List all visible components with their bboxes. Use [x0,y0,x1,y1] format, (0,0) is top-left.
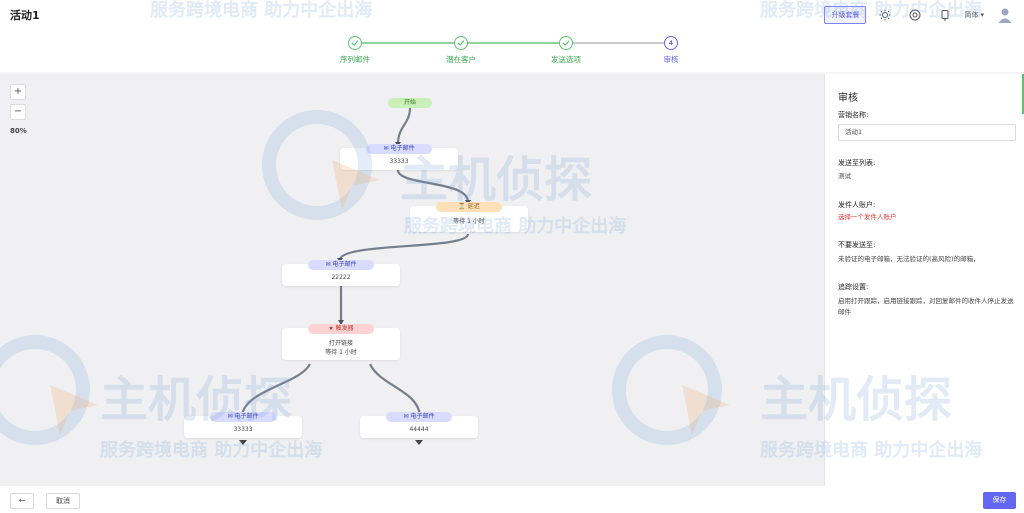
trigger-node-text-1: 打开链接 [328,340,353,347]
top-bar: 活动1 升级套餐 简体 ▾ [0,0,1024,30]
cancel-button[interactable]: 取消 [46,493,80,509]
tracking-settings-value: 启用打开跟踪，启用链接跟踪，对回复邮件的收件人停止发送邮件 [838,297,1014,316]
back-button[interactable]: ← [10,493,34,509]
step-connector-pending [566,42,670,44]
email-node-3-tag-label: 电子邮件 [234,413,259,420]
zoom-in-button[interactable]: + [10,84,26,100]
email-node-4-tag: ✉ 电子邮件 [386,412,452,422]
campaign-name-input[interactable]: 活动1 [838,124,1016,141]
email-node-1-tag-label: 电子邮件 [390,145,415,152]
review-panel: 审核 营销名称: 活动1 发送至列表: 测试 发件人账户: 选择一个发件人账户 … [824,74,1024,486]
panel-title: 审核 [838,93,858,104]
email-node-3[interactable]: ✉ 电子邮件 33333 [184,412,302,438]
step-label-prospects[interactable]: 潜在客户 [446,55,476,64]
send-to-list-value: 测试 [838,172,851,180]
trigger-node-tag: ★ 触发器 [308,324,374,334]
step-connector [362,42,668,44]
user-avatar[interactable] [996,6,1014,24]
panel-accent [1022,74,1024,114]
help-icon[interactable] [904,4,926,26]
tracking-settings-label: 追踪设置: [838,283,869,291]
email-node-2-tag: ✉ 电子邮件 [308,260,374,270]
delay-node[interactable]: ⏳ 延迟 等待 1 小时 [410,202,528,232]
email-node-1-tag: ✉ 电子邮件 [366,144,432,154]
send-to-list-label: 发送至列表: [838,159,876,167]
zoom-level: 80% [10,127,27,135]
email-node-2-tag-label: 电子邮件 [332,261,357,268]
step-progress: 4 序列邮件 潜在客户 发送选项 审核 [0,30,1024,72]
do-not-send-label: 不要发送至: [838,241,876,249]
zoom-out-button[interactable]: − [10,104,26,120]
step-label-sequence[interactable]: 序列邮件 [340,55,370,64]
bottom-bar: ← 取消 保存 [0,486,1024,513]
step-label-review[interactable]: 审核 [663,55,679,64]
email-node-2[interactable]: ✉ 电子邮件 22222 [282,260,400,286]
campaign-name-label: 营销名称: [838,111,869,119]
upgrade-button[interactable]: 升级套餐 [824,6,867,24]
select-sender-link[interactable]: 选择一个发件人账户 [838,213,897,221]
step-2-check-icon[interactable] [454,36,468,50]
top-actions: 升级套餐 简体 ▾ [824,4,1024,26]
sender-account-label: 发件人账户: [838,201,876,209]
language-label: 简体 [964,11,979,19]
start-node[interactable]: 开始 [388,98,432,108]
step-3-check-icon[interactable] [559,36,573,50]
email-node-4-tag-label: 电子邮件 [410,413,435,420]
chevron-down-icon: ▾ [980,11,984,19]
step-4-number[interactable]: 4 [664,36,678,50]
email-node-3-tag: ✉ 电子邮件 [210,412,276,422]
language-select[interactable]: 简体 ▾ [964,10,984,20]
email-node-1[interactable]: ✉ 电子邮件 33333 [340,144,458,170]
step-label-options[interactable]: 发送选项 [551,55,581,64]
email-node-4-text: 44444 [409,426,429,433]
save-button[interactable]: 保存 [983,492,1016,509]
do-not-send-value: 未验证的电子邮箱，无法验证的(高风险)的邮箱， [838,255,980,263]
delay-node-text: 等待 1 小时 [453,218,485,225]
step-1-check-icon[interactable] [348,36,362,50]
trigger-node-tag-label: 触发器 [335,325,354,332]
email-node-4[interactable]: ✉ 电子邮件 44444 [360,412,478,438]
email-node-3-text: 33333 [233,426,253,433]
delay-node-tag-label: 延迟 [467,203,480,210]
email-node-2-text: 22222 [331,274,351,281]
delay-node-tag: ⏳ 延迟 [436,202,502,212]
email-node-4-arrow-icon [415,440,423,445]
notification-icon[interactable] [934,4,956,26]
email-node-3-arrow-icon [239,440,247,445]
theme-sun-icon[interactable] [874,4,896,26]
campaign-title: 活动1 [10,9,40,22]
flow-canvas[interactable]: No Yes + − 80% 开始 ✉ 电子邮件 33333 ⏳ 延迟 等待 1… [0,74,824,486]
email-node-1-text: 33333 [389,158,409,165]
trigger-node[interactable]: ★ 触发器 打开链接 等待 1 小时 [282,324,400,360]
trigger-node-text-2: 等待 1 小时 [325,349,357,356]
